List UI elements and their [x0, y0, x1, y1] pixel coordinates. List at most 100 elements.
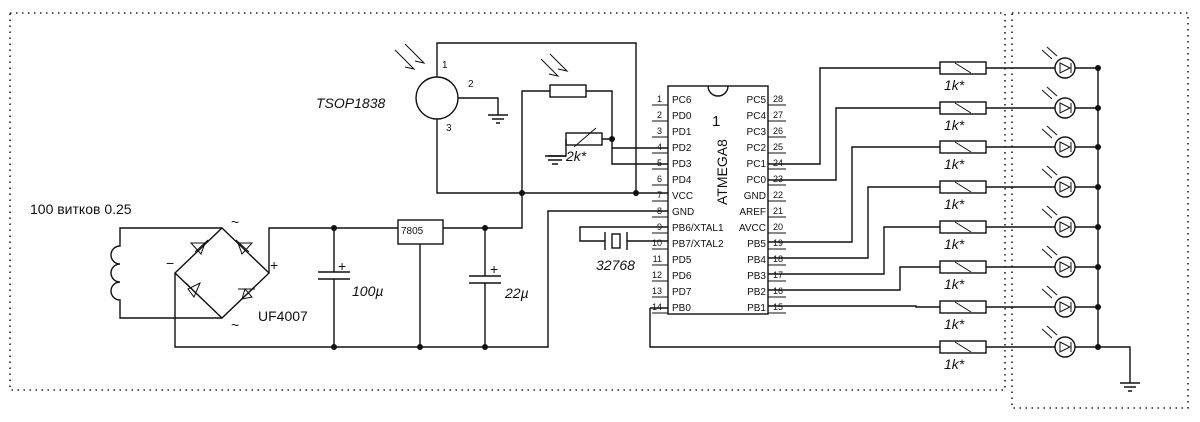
- mcu-pin-name-left: PD6: [672, 271, 692, 282]
- pullup-label: 2k*: [565, 148, 587, 164]
- mcu-pin-name-left: PD2: [672, 143, 692, 154]
- led-channel: 1k*: [939, 165, 1101, 212]
- coil-label: 100 витков 0.25: [30, 201, 132, 217]
- mcu-pin-num-left: 14: [652, 302, 662, 312]
- mcu-pin-num-right: 18: [773, 254, 783, 264]
- led: [1054, 336, 1076, 358]
- resistor-label: 1k*: [944, 236, 965, 252]
- resistor-trim-mark: [954, 221, 972, 233]
- mcu-pin-num-left: 10: [652, 238, 662, 248]
- mcu-pin-num-right: 20: [773, 222, 783, 232]
- mcu-pin-num-left: 7: [657, 190, 662, 200]
- resistor-label: 1k*: [944, 117, 965, 133]
- mcu-name: ATMEGA8: [714, 139, 730, 205]
- led-channel: 1k*: [939, 325, 1101, 372]
- mcu-pin-name-left: PD5: [672, 255, 692, 266]
- mcu-pin-num-left: 4: [657, 142, 662, 152]
- led-emission-arrows: [1041, 165, 1058, 179]
- mcu-pin-name-right: AREF: [739, 207, 766, 218]
- led-array: 1k*1k*1k*1k*1k*1k*1k*1k*: [939, 46, 1101, 372]
- led: [1054, 296, 1076, 318]
- mcu-pin-name-left: PD0: [672, 111, 692, 122]
- mcu-pin-num-right: 24: [773, 158, 783, 168]
- led: [1054, 176, 1076, 198]
- led-channel: 1k*: [939, 86, 1101, 133]
- regulator-label: 7805: [401, 226, 424, 237]
- cap1-plus: +: [338, 258, 346, 274]
- ir-receiver: [394, 43, 459, 120]
- mcu-pin-name-left: PD4: [672, 175, 692, 186]
- mcu-pin-name-left: PD1: [672, 127, 692, 138]
- bridge-ac1: ~: [231, 214, 239, 230]
- led: [1054, 136, 1076, 158]
- mcu-pin-name-right: PB2: [747, 287, 766, 298]
- bridge-plus: +: [270, 257, 278, 273]
- board-outline-led: [1011, 12, 1189, 409]
- ir-pin3: 3: [446, 123, 452, 134]
- led-channel: 1k*: [939, 285, 1101, 332]
- mcu-pin-num-right: 25: [773, 142, 783, 152]
- resistor-label: 1k*: [944, 77, 965, 93]
- resistor-trim-mark: [954, 62, 972, 74]
- led-diode-symbol: [1059, 181, 1072, 193]
- resistor-trim-mark: [954, 102, 972, 114]
- mcu-pin-name-right: PC3: [747, 127, 767, 138]
- mcu-pin-num-left: 13: [652, 286, 662, 296]
- resistor-trim-mark: [954, 261, 972, 273]
- pullup-resistor: [565, 127, 603, 148]
- capacitor-22u: [469, 228, 501, 347]
- led-diode-symbol: [1059, 141, 1072, 153]
- mcu-pin-name-right: PB4: [747, 255, 766, 266]
- resistor-trim-mark: [954, 341, 972, 353]
- coil-symbol: [110, 227, 150, 319]
- mcu-pin-num-left: 1: [657, 94, 662, 104]
- mcu-pin-num-right: 17: [773, 270, 783, 280]
- mcu-pin-num-right: 28: [773, 94, 783, 104]
- resistor-label: 1k*: [944, 196, 965, 212]
- cap2-plus: +: [490, 261, 498, 277]
- mcu-pin-num-left: 3: [657, 126, 662, 136]
- mcu-pin-num-right: 22: [773, 190, 783, 200]
- mcu-pin-name-left: PD3: [672, 159, 692, 170]
- resistor-trim-mark: [954, 181, 972, 193]
- led: [1054, 57, 1076, 79]
- led-channel: 1k*: [939, 46, 1101, 93]
- mcu-pin-name-right: PC4: [747, 111, 767, 122]
- mcu-pin-num-left: 5: [657, 158, 662, 168]
- bridge-ac2: ~: [231, 317, 239, 333]
- resistor-label: 1k*: [944, 276, 965, 292]
- mcu-pin-name-right: PC1: [747, 159, 767, 170]
- ir-pin1: 1: [442, 60, 448, 71]
- mcu-pin-num-right: 16: [773, 286, 783, 296]
- mcu-pin-name-right: PB5: [747, 239, 766, 250]
- mcu-pin-num-left: 2: [657, 110, 662, 120]
- mcu-pin-num-right: 23: [773, 174, 783, 184]
- mcu-pin-name-right: PC5: [747, 95, 767, 106]
- mcu-pin-name-right: GND: [744, 191, 766, 202]
- led-emission-arrows: [1041, 285, 1058, 299]
- cap2-label: 22µ: [504, 285, 529, 301]
- resistor-label: 1k*: [944, 156, 965, 172]
- led-channel: 1k*: [939, 125, 1101, 172]
- mcu-pin-num-right: 19: [773, 238, 783, 248]
- bridge-minus: −: [166, 255, 174, 271]
- mcu-pin-num-left: 12: [652, 270, 662, 280]
- led-diode-symbol: [1059, 102, 1072, 114]
- mcu-pin-num-left: 6: [657, 174, 662, 184]
- led-emission-arrows: [1041, 125, 1058, 139]
- mcu-pin-name-left: PB0: [672, 303, 691, 314]
- led: [1054, 216, 1076, 238]
- mcu-pin-name-right: PC2: [747, 143, 767, 154]
- resistor-trim-mark: [954, 301, 972, 313]
- cap1-label: 100µ: [352, 283, 383, 299]
- mcu-pin-num-right: 15: [773, 302, 783, 312]
- mcu-body: [667, 85, 769, 315]
- led-channel: 1k*: [939, 245, 1101, 292]
- mcu-pin-name-left: PD7: [672, 287, 692, 298]
- led-diode-symbol: [1059, 221, 1072, 233]
- mcu-pin-num-left: 11: [653, 254, 662, 264]
- led: [1054, 256, 1076, 278]
- board-outline-main: [9, 12, 1006, 391]
